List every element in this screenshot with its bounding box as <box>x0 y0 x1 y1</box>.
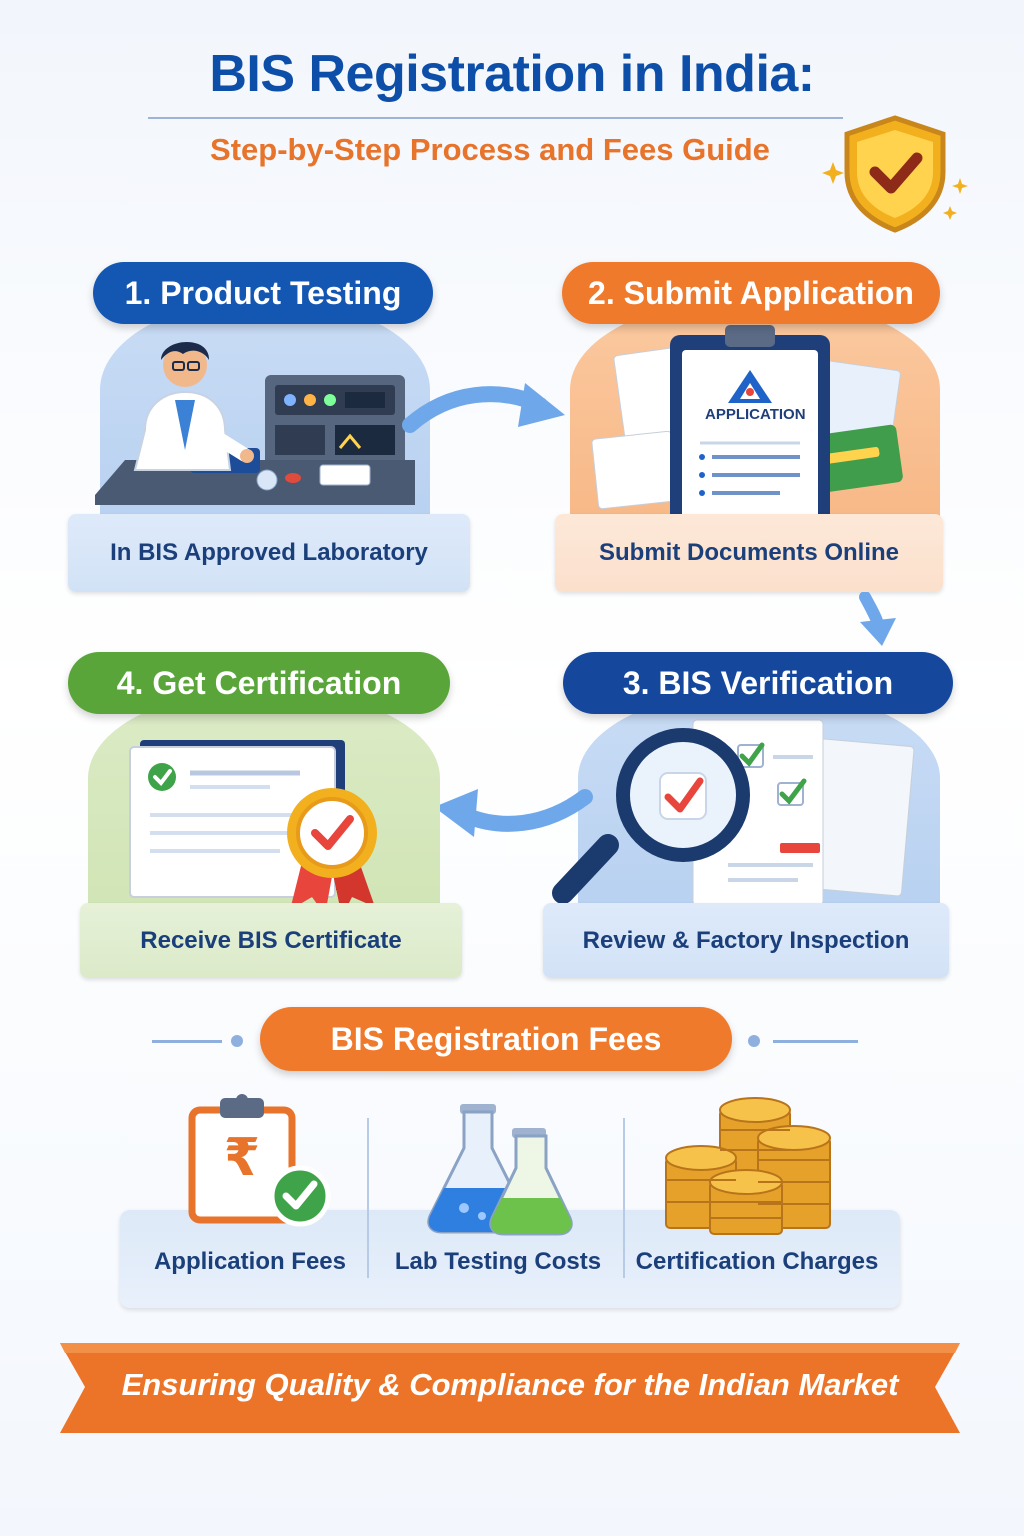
step-4-title: 4. Get Certification <box>68 652 450 714</box>
rupee-clipboard-icon <box>188 1094 331 1227</box>
step-2-caption: Submit Documents Online <box>555 514 943 592</box>
step-1-caption: In BIS Approved Laboratory <box>68 514 470 592</box>
step-3-title: 3. BIS Verification <box>563 652 953 714</box>
step-1-title: 1. Product Testing <box>93 262 433 324</box>
step-3-caption: Review & Factory Inspection <box>543 903 949 978</box>
page-title: BIS Registration in India: <box>209 45 815 103</box>
shield-check-icon <box>822 115 968 233</box>
fees-rule-left <box>152 1040 222 1043</box>
application-clipboard-illustration <box>591 325 903 530</box>
lab-technician-illustration <box>95 341 415 505</box>
fee-label-application: Application Fees <box>153 1248 347 1275</box>
footer-tagline: Ensuring Quality & Compliance for the In… <box>121 1367 899 1402</box>
rupee-symbol: ₹ <box>223 1129 261 1187</box>
coin-stacks-icon <box>665 1097 831 1235</box>
fee-label-certification: Certification Charges <box>635 1248 879 1275</box>
fees-divider-2 <box>623 1118 625 1278</box>
title-divider <box>148 117 843 119</box>
verification-magnifier-illustration <box>552 719 915 906</box>
fee-label-lab-testing: Lab Testing Costs <box>394 1248 602 1275</box>
page-subtitle: Step-by-Step Process and Fees Guide <box>210 132 770 167</box>
fees-divider-1 <box>367 1118 369 1278</box>
step-4-caption: Receive BIS Certificate <box>80 903 462 978</box>
arrow-right-icon <box>402 383 565 433</box>
fees-heading: BIS Registration Fees <box>260 1007 732 1071</box>
fees-dot-right <box>748 1035 760 1047</box>
certificate-ribbon-illustration <box>129 740 377 917</box>
step-2-title: 2. Submit Application <box>562 262 940 324</box>
fees-rule-right <box>773 1040 858 1043</box>
footer-ribbon <box>60 1343 960 1433</box>
application-document-label: APPLICATION <box>705 406 806 423</box>
fees-dot-left <box>231 1035 243 1047</box>
arrow-down-icon <box>859 592 896 646</box>
lab-flasks-icon <box>427 1104 573 1236</box>
arrow-left-icon <box>434 789 593 837</box>
